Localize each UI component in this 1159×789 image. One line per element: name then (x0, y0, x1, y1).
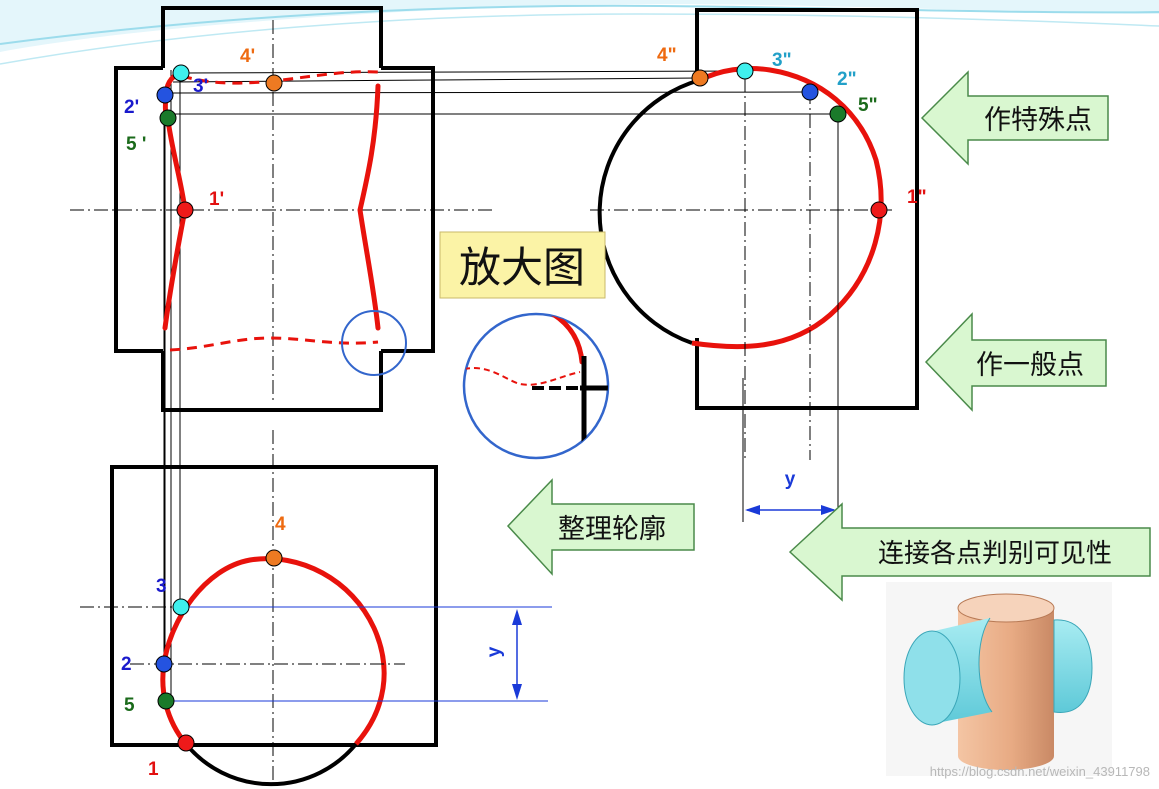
callout-general-points: 作一般点 (924, 312, 1107, 412)
point-1-top (177, 734, 195, 752)
label-1-front: 1' (209, 189, 224, 210)
zoom-label-box (439, 231, 606, 299)
front-hidden-curve-bottom (169, 336, 379, 352)
label-4-front: 4' (240, 46, 255, 67)
side-y-dimension: y (745, 469, 836, 515)
top-circle-black (184, 742, 358, 787)
front-curve-right (357, 83, 381, 331)
side-dimension-label: y (785, 469, 796, 490)
point-5-front (159, 109, 177, 127)
label-2-front: 2' (124, 97, 139, 118)
label-5-top: 5 (124, 695, 135, 716)
label-3-top: 3 (156, 576, 167, 597)
callout-tidy-outline: 整理轮廓 (506, 478, 695, 576)
intersecting-cylinders-model-icon (886, 582, 1112, 776)
point-4-side (691, 69, 709, 87)
side-rectangle-top (695, 8, 919, 410)
front-hidden-curve-top (181, 70, 379, 85)
label-2-top: 2 (121, 654, 132, 675)
point-2-front (156, 86, 174, 104)
horizontal-cylinder-outline (114, 66, 163, 353)
label-5-side: 5" (858, 95, 878, 116)
vertical-cylinder-outline-left-bottom (161, 351, 383, 412)
point-4-top (265, 549, 283, 567)
label-3-side: 3" (772, 50, 792, 71)
side-circle-red (691, 65, 884, 350)
top-y-dimension: y (484, 609, 522, 700)
label-2-side: 2" (837, 69, 857, 90)
watermark: https://blog.csdn.net/weixin_43911798 (930, 764, 1150, 779)
top-circle-red (160, 556, 387, 746)
point-5-side (829, 105, 847, 123)
point-5-top (157, 692, 175, 710)
point-3-top (172, 598, 190, 616)
point-3-front (172, 64, 190, 82)
label-4-side: 4" (657, 45, 677, 66)
header-wave (0, 0, 1159, 65)
point-3-side (736, 62, 754, 80)
label-4-top: 4 (275, 514, 286, 535)
magnified-view: 放大图 (439, 231, 610, 460)
point-2-top (155, 655, 173, 673)
magnify-ring-small (341, 310, 407, 376)
label-5-front: 5 ' (126, 134, 146, 155)
top-dimension-label: y (484, 646, 505, 657)
vertical-cylinder-outline-left (161, 6, 383, 68)
label-1-side: 1" (907, 187, 927, 208)
top-rectangle (110, 465, 438, 747)
point-2-side (801, 83, 819, 101)
callout-general-points-text: 作一般点 (976, 350, 1084, 381)
top-view: 4 3 2 5 1 y (80, 430, 552, 787)
callout-tidy-outline-text: 整理轮廓 (558, 514, 666, 545)
label-3-front: 3' (193, 76, 208, 97)
callout-connect-visibility: 连接各点判别可见性 (788, 502, 1151, 602)
callout-special-points-text: 作特殊点 (984, 105, 1092, 136)
point-4-front (265, 74, 283, 92)
point-1-front (176, 201, 194, 219)
point-1-side (870, 201, 888, 219)
callout-connect-visibility-text: 连接各点判别可见性 (878, 539, 1112, 569)
label-1-top: 1 (148, 759, 159, 780)
front-view: 4' 3' 2' 5 ' 1' (70, 6, 838, 701)
side-circle-black (597, 78, 701, 345)
side-view: 4" 3" 2" 5" 1" y (590, 8, 927, 522)
callout-special-points: 作特殊点 (920, 70, 1109, 166)
zoom-label: 放大图 (459, 243, 585, 292)
